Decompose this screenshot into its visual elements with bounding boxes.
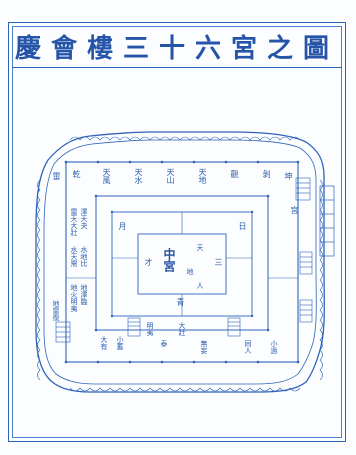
plan-label: 無妄 <box>200 340 208 354</box>
plan-label: 青 <box>176 298 185 306</box>
plan-label: 天山 <box>166 168 175 184</box>
plan-label: 地火明夷 <box>70 284 78 312</box>
plan-label: 雷天大壯 <box>70 208 78 236</box>
steps <box>55 177 313 343</box>
plan-label: 雷 <box>52 172 61 180</box>
pavilion-middle-rect <box>95 195 269 331</box>
plan-label: 天 <box>196 244 204 251</box>
title-band: 慶會樓三十六宮之圖 <box>12 26 342 68</box>
plan-label: 大壯 <box>178 322 186 336</box>
plan-label: 人 <box>196 282 204 289</box>
plan-label: 澤天夬 <box>80 208 88 229</box>
plan-label: 地 <box>186 268 194 275</box>
plan-label: 小蓄 <box>116 336 124 350</box>
plan-label: 天地 <box>198 168 207 184</box>
plan-label: 月 <box>118 222 127 230</box>
plan-label: 水地比 <box>80 246 88 267</box>
plan-label: 宮 <box>290 206 299 214</box>
inner-border <box>12 26 342 438</box>
plan-label: 天風 <box>102 168 111 184</box>
plan-label: 觀 <box>230 170 239 178</box>
plan-label: 天水 <box>134 168 143 184</box>
pavilion-outer-rect <box>65 161 299 363</box>
plan-label: 泰 <box>160 340 168 347</box>
wall-scallops <box>37 136 323 392</box>
partitions <box>66 212 298 316</box>
center-hall-label: 中宮 <box>162 248 176 272</box>
diagram-title: 慶會樓三十六宮之圖 <box>14 34 339 64</box>
plan-label: 日 <box>238 222 247 230</box>
plan-label: 明夷 <box>146 322 154 336</box>
plan-label: 地雷復 <box>52 300 60 321</box>
plan-label: 三 <box>214 258 223 266</box>
plan-label: 同人 <box>244 340 252 354</box>
plan-label: 水天需 <box>70 246 78 267</box>
outer-border <box>8 22 346 442</box>
plan-label: 乾 <box>72 170 81 178</box>
plan-label: 地澤臨 <box>80 284 88 305</box>
plan-label: 才 <box>144 258 153 266</box>
plan-label: 小過 <box>270 340 278 354</box>
bridge <box>319 185 335 257</box>
plan-label: 大有 <box>100 336 108 350</box>
plan-label: 坤 <box>284 172 293 180</box>
outer-wavy-wall <box>35 131 325 393</box>
posts <box>64 160 300 364</box>
plan-label: 剝 <box>262 170 271 178</box>
outer-wavy-wall-inner <box>43 139 317 385</box>
